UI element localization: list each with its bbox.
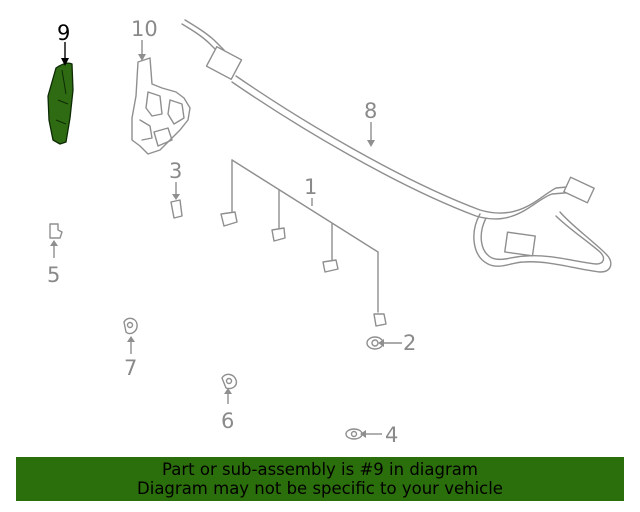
callout-4: 4 [385,423,398,447]
part-8-harness[interactable] [181,19,612,273]
part-10-housing[interactable] [131,57,191,155]
callout-10: 10 [131,17,158,41]
callout-7: 7 [124,356,137,380]
callout-8: 8 [364,99,377,123]
part-7-nut[interactable] [123,317,138,335]
callout-2: 2 [403,331,416,355]
part-4-washer[interactable] [345,428,363,440]
info-banner: Part or sub-assembly is #9 in diagram Di… [16,457,624,501]
callout-3: 3 [169,159,182,183]
part-6-clip[interactable] [221,373,238,390]
part-5-screw[interactable] [49,223,63,239]
callout-5: 5 [47,263,60,287]
part-1-sensor-harness[interactable] [220,159,387,327]
callout-9: 9 [57,21,70,45]
banner-line-1: Part or sub-assembly is #9 in diagram [162,460,478,479]
callout-1: 1 [304,175,317,199]
part-3-clip[interactable] [170,199,183,219]
banner-line-2: Diagram may not be specific to your vehi… [137,479,503,498]
callout-6: 6 [221,409,234,433]
part-9-highlighted[interactable] [47,62,74,145]
